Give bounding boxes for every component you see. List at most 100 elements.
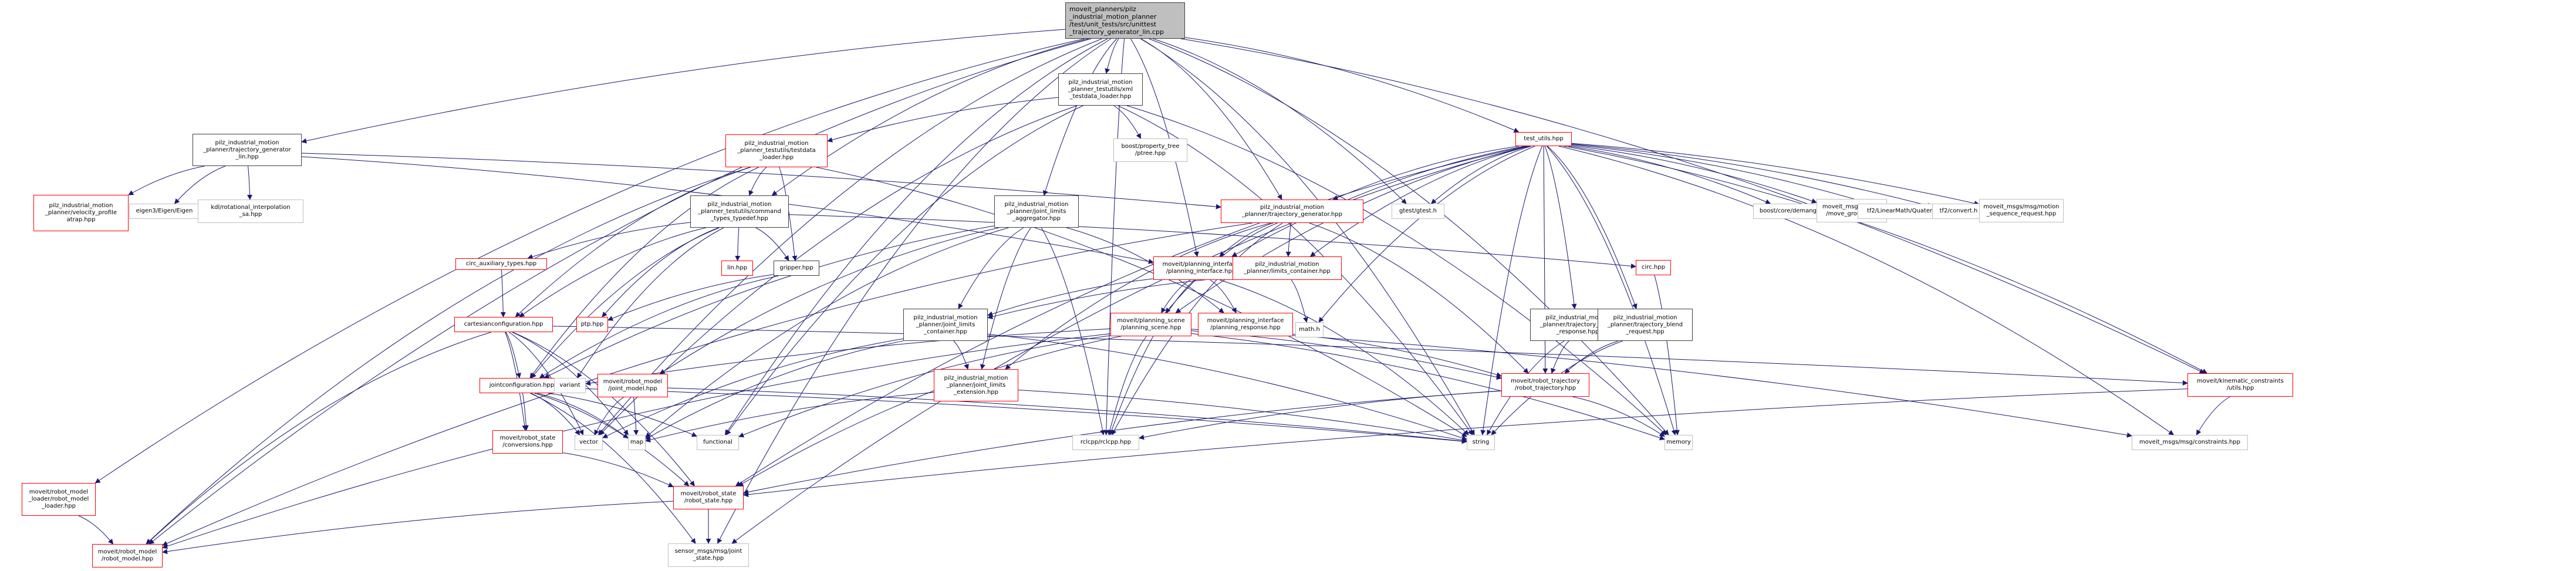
edge-planning-scene-to-robot-model (162, 333, 1111, 549)
node-limits-container[interactable]: pilz_industrial_motion _planner/limits_c… (1233, 256, 1342, 280)
edge-xml-loader-to-boost-ptree (1113, 105, 1142, 139)
edge-planning-scene-to-robot-trajectory (1191, 330, 1502, 380)
edge-blend-response-to-robot-trajectory (1551, 340, 1569, 374)
edge-joint-model-to-vector (594, 397, 624, 435)
node-root[interactable]: moveit_planners/pilz _industrial_motion_… (1065, 2, 1185, 39)
edge-test-utils-to-planning-interface (1231, 146, 1525, 257)
node-cartesian[interactable]: cartesianconfiguration.hpp (454, 317, 553, 332)
edge-root-to-planning-interface (1130, 38, 1199, 257)
node-jl-container[interactable]: pilz_industrial_motion _planner/joint_li… (903, 309, 988, 341)
node-planning-scene[interactable]: moveit/planning_scene /planning_scene.hp… (1110, 313, 1191, 336)
node-rs-conversions[interactable]: moveit/robot_state /conversions.hpp (492, 430, 563, 454)
node-robot-trajectory[interactable]: moveit/robot_trajectory /robot_trajector… (1501, 373, 1589, 397)
edge-testdata-loader-to-jointconfig (529, 167, 759, 379)
edge-planning-interface-to-rclcpp (1109, 279, 1195, 435)
edge-test-utils-to-memory (1546, 146, 1677, 435)
node-cmd-types[interactable]: pilz_industrial_motion _planner_testutil… (690, 195, 789, 228)
edge-test-utils-to-math (1318, 146, 1535, 323)
node-robot-model[interactable]: moveit/robot_model /robot_model.hpp (92, 544, 163, 567)
edge-jl-aggregator-to-planning-response (1066, 227, 1224, 313)
edge-test-utils-to-robot-state (735, 146, 1528, 486)
node-constraints: moveit_msgs/msg/constraints.hpp (2132, 435, 2248, 450)
edge-testdata-loader-to-robot-model (146, 167, 751, 545)
edge-jointconfig-to-functional (548, 393, 697, 437)
edge-xml-loader-to-string (1117, 105, 1473, 435)
edge-root-to-string (1140, 38, 1475, 435)
edge-test-utils-to-traj-gen (1332, 146, 1520, 200)
node-xml-loader[interactable]: pilz_industrial_motion _planner_testutil… (1058, 73, 1143, 106)
edge-test-utils-to-move-group (1571, 145, 1817, 204)
edge-blend-request-to-robot-trajectory (1564, 340, 1619, 374)
edge-gripper-to-jointconfig (539, 275, 779, 379)
node-test-utils[interactable]: test_utils.hpp (1515, 132, 1572, 146)
edge-gripper-to-ptp (607, 274, 774, 321)
edge-robot-trajectory-to-robot-state (743, 390, 1502, 495)
edge-jointconfig-to-map (537, 393, 629, 439)
node-circ-aux[interactable]: circ_auxiliary_types.hpp (455, 258, 547, 270)
node-testdata-loader[interactable]: pilz_industrial_motion _planner_testutil… (725, 134, 828, 167)
node-vector: vector (575, 435, 603, 450)
edge-tg-lin-to-traj-gen (301, 153, 1221, 210)
node-blend-request[interactable]: pilz_industrial_motion _planner/trajecto… (1598, 309, 1693, 341)
edge-xml-loader-to-vector (599, 105, 1078, 435)
edge-jl-aggregator-to-jl-extension (980, 227, 1031, 370)
edge-test-utils-to-joint-state (731, 146, 1530, 544)
edge-robot-state-to-robot-model (162, 501, 674, 555)
edge-cmd-types-to-variant (577, 227, 724, 379)
edge-circ-aux-to-cartesian (500, 269, 506, 317)
node-tf2-convert: tf2/convert.h (1932, 204, 1985, 219)
node-jointconfig[interactable]: jointconfiguration.hpp (480, 378, 564, 393)
node-traj-gen[interactable]: pilz_industrial_motion _planner/trajecto… (1221, 200, 1363, 223)
edge-root-to-test-utils (1184, 37, 1520, 133)
edge-jl-aggregator-to-jointconfig (543, 225, 995, 379)
edge-test-utils-to-constraints (1558, 146, 2175, 435)
edge-cmd-types-to-jointconfig (531, 227, 720, 379)
node-tg-lin[interactable]: pilz_industrial_motion _planner/trajecto… (193, 134, 302, 166)
edge-root-to-joint-state (717, 38, 1112, 544)
edge-cartesian-to-jointconfig (505, 332, 521, 379)
node-joint-model[interactable]: moveit/robot_model /joint_model.hpp (597, 374, 668, 397)
edge-planning-scene-to-functional (738, 335, 1111, 438)
edge-limits-container-to-math (1291, 279, 1308, 323)
edge-root-to-rclcpp (1103, 38, 1125, 435)
edge-root-to-functional (725, 38, 1108, 435)
edge-robot-trajectory-to-memory (1572, 396, 1665, 437)
edge-cartesian-to-kc-utils (552, 326, 2188, 386)
node-lin[interactable]: lin.hpp (721, 261, 753, 276)
node-velocity-profile[interactable]: pilz_industrial_motion _planner/velocity… (33, 195, 129, 231)
edge-cmd-types-to-cartesian (519, 227, 706, 317)
edge-jl-aggregator-to-rclcpp (1041, 227, 1105, 435)
node-kc-utils[interactable]: moveit/kinematic_constraints /utils.hpp (2187, 373, 2293, 397)
edge-cmd-types-to-ptp (602, 227, 719, 317)
edge-circ-to-memory (1654, 275, 1680, 435)
edge-cartesian-to-vector (509, 332, 584, 435)
edge-xml-loader-to-functional (725, 105, 1083, 435)
edge-joint-model-to-map (633, 397, 639, 435)
edge-tg-lin-to-kdl (247, 165, 253, 200)
edge-planning-scene-to-rclcpp (1107, 336, 1147, 435)
node-rml-loader[interactable]: moveit/robot_model _loader/robot_model _… (22, 483, 96, 516)
node-ptp[interactable]: ptp.hpp (576, 317, 608, 332)
edge-test-utils-to-quaternion (1571, 144, 1871, 205)
edge-jl-container-to-map (645, 340, 904, 440)
node-gtest: gtest/gtest.h (1392, 204, 1444, 219)
edge-xml-loader-to-memory (1126, 105, 1667, 435)
edge-xml-loader-to-testdata-loader (827, 97, 1059, 143)
edge-planning-scene-to-constraints (1191, 329, 2132, 438)
edge-traj-gen-to-robot-model (162, 222, 1252, 546)
edge-jl-container-to-vector (602, 338, 904, 438)
edge-planning-response-to-robot-trajectory (1292, 333, 1502, 377)
node-gripper[interactable]: gripper.hpp (774, 261, 819, 276)
edge-cmd-types-to-circ (788, 214, 1636, 269)
edge-root-to-xml-loader (1105, 38, 1119, 74)
node-jl-aggregator[interactable]: pilz_industrial_motion _planner/joint_li… (994, 195, 1079, 228)
node-circ[interactable]: circ.hpp (1636, 260, 1671, 275)
edge-planning-scene-to-variant (585, 328, 1111, 386)
node-jl-extension[interactable]: pilz_industrial_motion _planner/joint_li… (934, 369, 1018, 401)
edge-planning-scene-to-memory (1191, 333, 1665, 441)
node-planning-response[interactable]: moveit/planning_interface /planning_resp… (1198, 313, 1293, 336)
edge-limits-container-to-jl-container (987, 276, 1233, 319)
node-robot-state[interactable]: moveit/robot_state /robot_state.hpp (673, 486, 744, 509)
edge-jl-container-to-string (987, 333, 1467, 441)
edge-jl-container-to-jl-extension (953, 340, 969, 370)
